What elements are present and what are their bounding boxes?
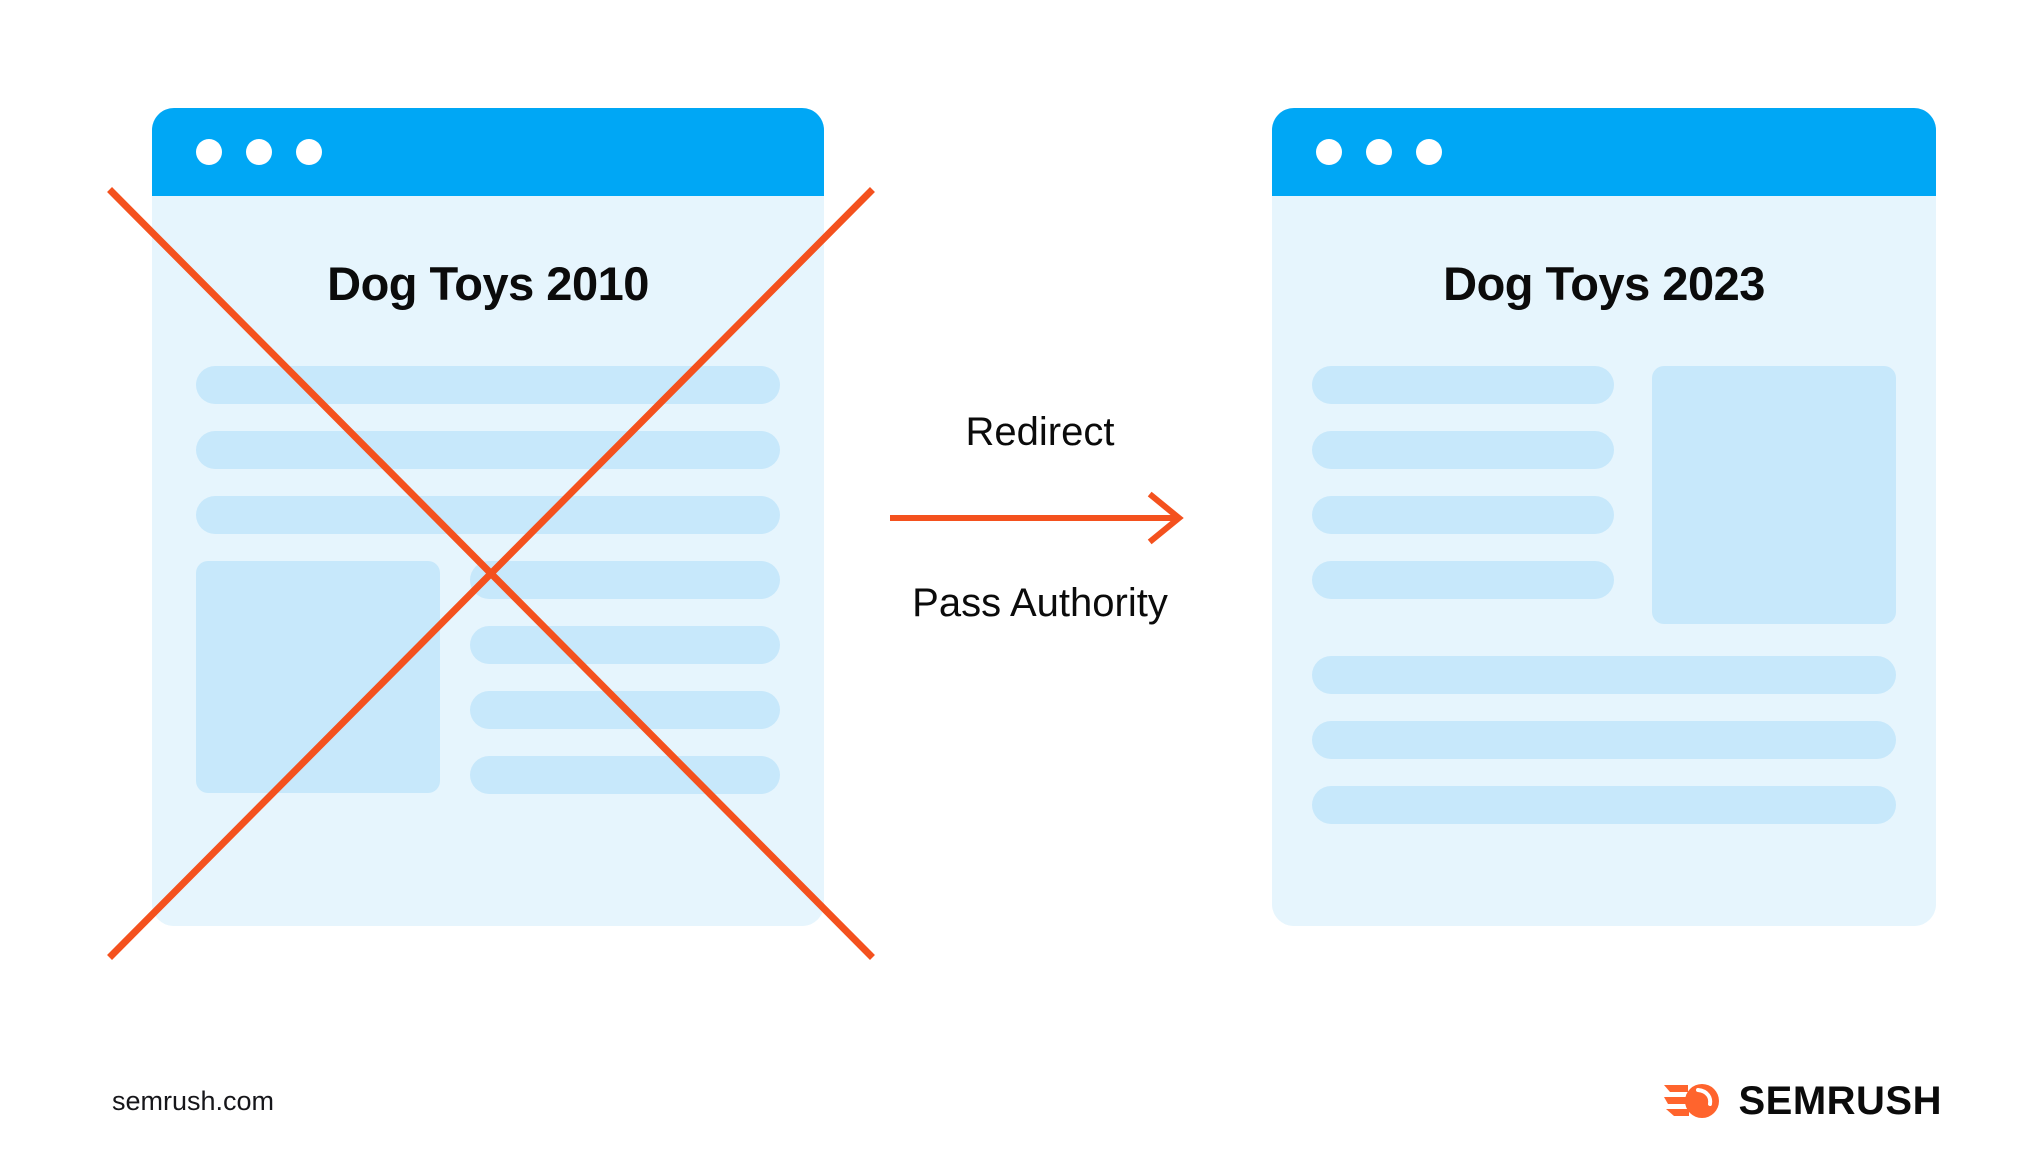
skeleton-area-new — [1312, 366, 1896, 824]
window-dot-maximize-icon — [296, 139, 322, 165]
window-dot-close-icon — [196, 139, 222, 165]
window-dot-minimize-icon — [246, 139, 272, 165]
skeleton-split-new — [1312, 366, 1896, 624]
skeleton-rows-top-old — [196, 366, 780, 534]
skeleton-bar — [1312, 496, 1614, 534]
page-title-old: Dog Toys 2010 — [327, 257, 649, 310]
pass-authority-label: Pass Authority — [912, 581, 1168, 625]
browser-titlebar-new — [1272, 108, 1936, 196]
skeleton-bar — [1312, 561, 1614, 599]
skeleton-bar — [1312, 431, 1614, 469]
browser-body-new: Dog Toys 2023 — [1272, 196, 1936, 926]
skeleton-image-block-new — [1652, 366, 1896, 624]
browser-window-old: Dog Toys 2010 — [152, 108, 824, 926]
semrush-comet-icon — [1664, 1084, 1720, 1118]
skeleton-bar — [196, 431, 780, 469]
skeleton-bar — [1312, 786, 1896, 824]
redirect-annotation-group: Redirect Pass Authority — [860, 410, 1220, 626]
skeleton-bar — [470, 561, 780, 599]
browser-body-old: Dog Toys 2010 — [152, 196, 824, 926]
skeleton-bar — [470, 691, 780, 729]
redirect-label: Redirect — [965, 410, 1115, 454]
semrush-logo: SEMRUSH — [1664, 1078, 1942, 1124]
skeleton-split-old — [196, 561, 780, 794]
window-dot-close-icon — [1316, 139, 1342, 165]
skeleton-side-bars-new — [1312, 366, 1614, 624]
skeleton-rows-bottom-new — [1312, 656, 1896, 824]
right-arrow-icon — [890, 491, 1184, 545]
skeleton-bar — [1312, 656, 1896, 694]
semrush-wordmark: SEMRUSH — [1738, 1078, 1942, 1123]
window-dot-maximize-icon — [1416, 139, 1442, 165]
skeleton-side-bars-old — [470, 561, 780, 794]
skeleton-bar — [470, 626, 780, 664]
skeleton-bar — [1312, 721, 1896, 759]
source-url-label: semrush.com — [112, 1086, 275, 1116]
skeleton-area-old — [196, 366, 780, 794]
skeleton-bar — [470, 756, 780, 794]
skeleton-image-block-old — [196, 561, 440, 793]
skeleton-bar — [196, 496, 780, 534]
redirect-arrow — [860, 489, 1220, 547]
window-dot-minimize-icon — [1366, 139, 1392, 165]
browser-window-new: Dog Toys 2023 — [1272, 108, 1936, 926]
skeleton-bar — [196, 366, 780, 404]
browser-titlebar-old — [152, 108, 824, 196]
skeleton-bar — [1312, 366, 1614, 404]
page-title-new: Dog Toys 2023 — [1443, 257, 1765, 310]
